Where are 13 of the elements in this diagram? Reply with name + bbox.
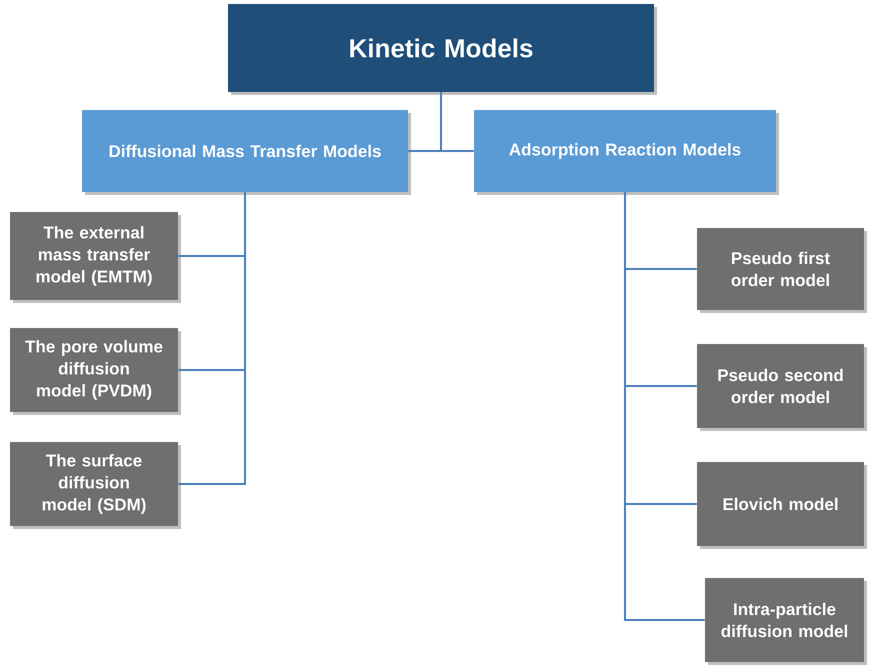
connector-line [624, 192, 705, 621]
category-box: Adsorption Reaction Models [474, 110, 776, 192]
model-box: The pore volume diffusion model (PVDM) [10, 328, 178, 412]
connector-line [178, 192, 246, 485]
model-box: The external mass transfer model (EMTM) [10, 212, 178, 300]
title-box: Kinetic Models [228, 4, 654, 92]
model-box: Pseudo first order model [697, 228, 864, 310]
model-box: Elovich model [697, 462, 864, 546]
category-box: Diffusional Mass Transfer Models [82, 110, 408, 192]
connector-line [440, 92, 474, 152]
model-box: Intra-particle diffusion model [705, 578, 864, 662]
model-box: Pseudo second order model [697, 344, 864, 428]
model-box: The surface diffusion model (SDM) [10, 442, 178, 526]
